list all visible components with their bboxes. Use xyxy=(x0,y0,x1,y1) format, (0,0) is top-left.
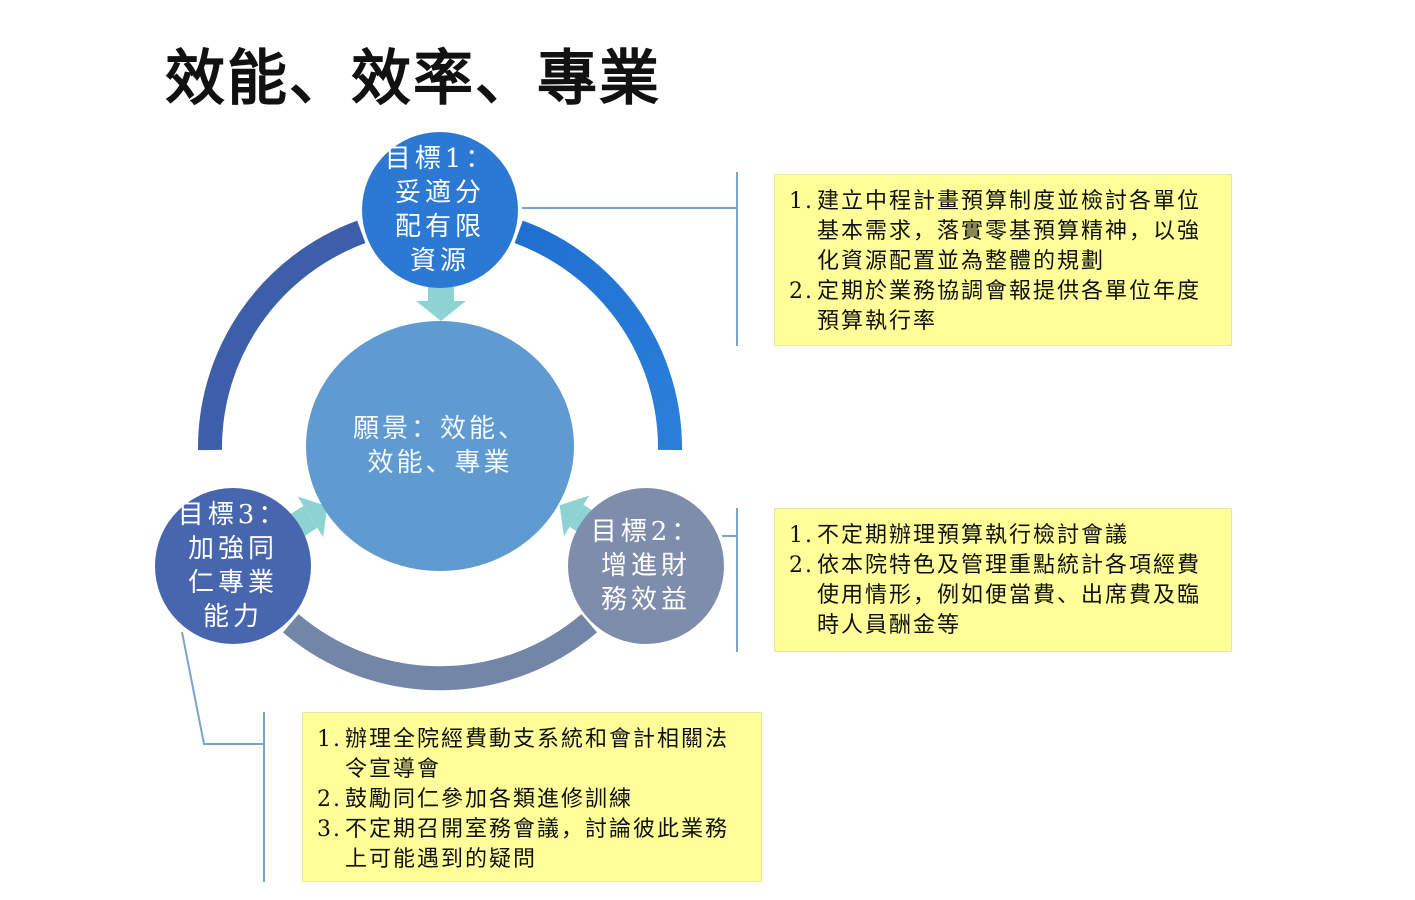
goal-1-node: 目標1： 妥適分 配有限 資源 xyxy=(362,132,518,288)
goal-3-actions-note: 1.辦理全院經費動支系統和會計相關法令宣導會 2.鼓勵同仁參加各類進修訓練 3.… xyxy=(302,712,762,882)
note-item: 2.依本院特色及管理重點統計各項經費使用情形，例如便當費、出席費及臨時人員酬金等 xyxy=(789,553,1202,638)
vision-node: 願景：效能、 效能、專業 xyxy=(306,321,574,571)
goal-1-actions-note: 1.建立中程計畫預算制度並檢討各單位基本需求，落實零基預算精神，以強化資源配置並… xyxy=(774,174,1232,346)
cycle-arc-goal1-to-goal2 xyxy=(514,220,683,451)
goal-3-node: 目標3： 加強同 仁專業 能力 xyxy=(155,488,311,644)
note-item: 1.辦理全院經費動支系統和會計相關法令宣導會 xyxy=(317,727,730,782)
goal-3-label: 目標3： 加強同 仁專業 能力 xyxy=(177,500,289,632)
arrow-goal1-to-vision xyxy=(416,287,466,321)
goal-2-actions-note: 1.不定期辦理預算執行檢討會議 2.依本院特色及管理重點統計各項經費使用情形，例… xyxy=(774,508,1232,652)
note-item: 2.定期於業務協調會報提供各單位年度預算執行率 xyxy=(789,279,1202,334)
cycle-arc-goal2-to-goal3 xyxy=(283,614,597,691)
vision-label: 願景：效能、 效能、專業 xyxy=(352,414,527,478)
note-item: 2.鼓勵同仁參加各類進修訓練 xyxy=(317,787,634,812)
cycle-arc-goal3-to-goal1 xyxy=(197,220,366,451)
connector-goal1-note1 xyxy=(522,172,738,346)
connector-goal3-note3 xyxy=(181,631,265,882)
note-item: 3.不定期召開室務會議，討論彼此業務上可能遇到的疑問 xyxy=(317,817,730,872)
arrow-goal3-to-vision xyxy=(288,496,328,538)
goal-2-node: 目標2： 增進財 務效益 xyxy=(568,488,724,644)
note-item: 1.不定期辦理預算執行檢討會議 xyxy=(789,523,1130,548)
connector-goal2-note2 xyxy=(722,508,738,652)
goal-1-label: 目標1： 妥適分 配有限 資源 xyxy=(384,144,496,276)
page-title: 效能、效率、專業 xyxy=(165,44,661,114)
note-item: 1.建立中程計畫預算制度並檢討各單位基本需求，落實零基預算精神，以強化資源配置並… xyxy=(789,189,1202,274)
goal-2-label: 目標2： 增進財 務效益 xyxy=(590,517,702,615)
